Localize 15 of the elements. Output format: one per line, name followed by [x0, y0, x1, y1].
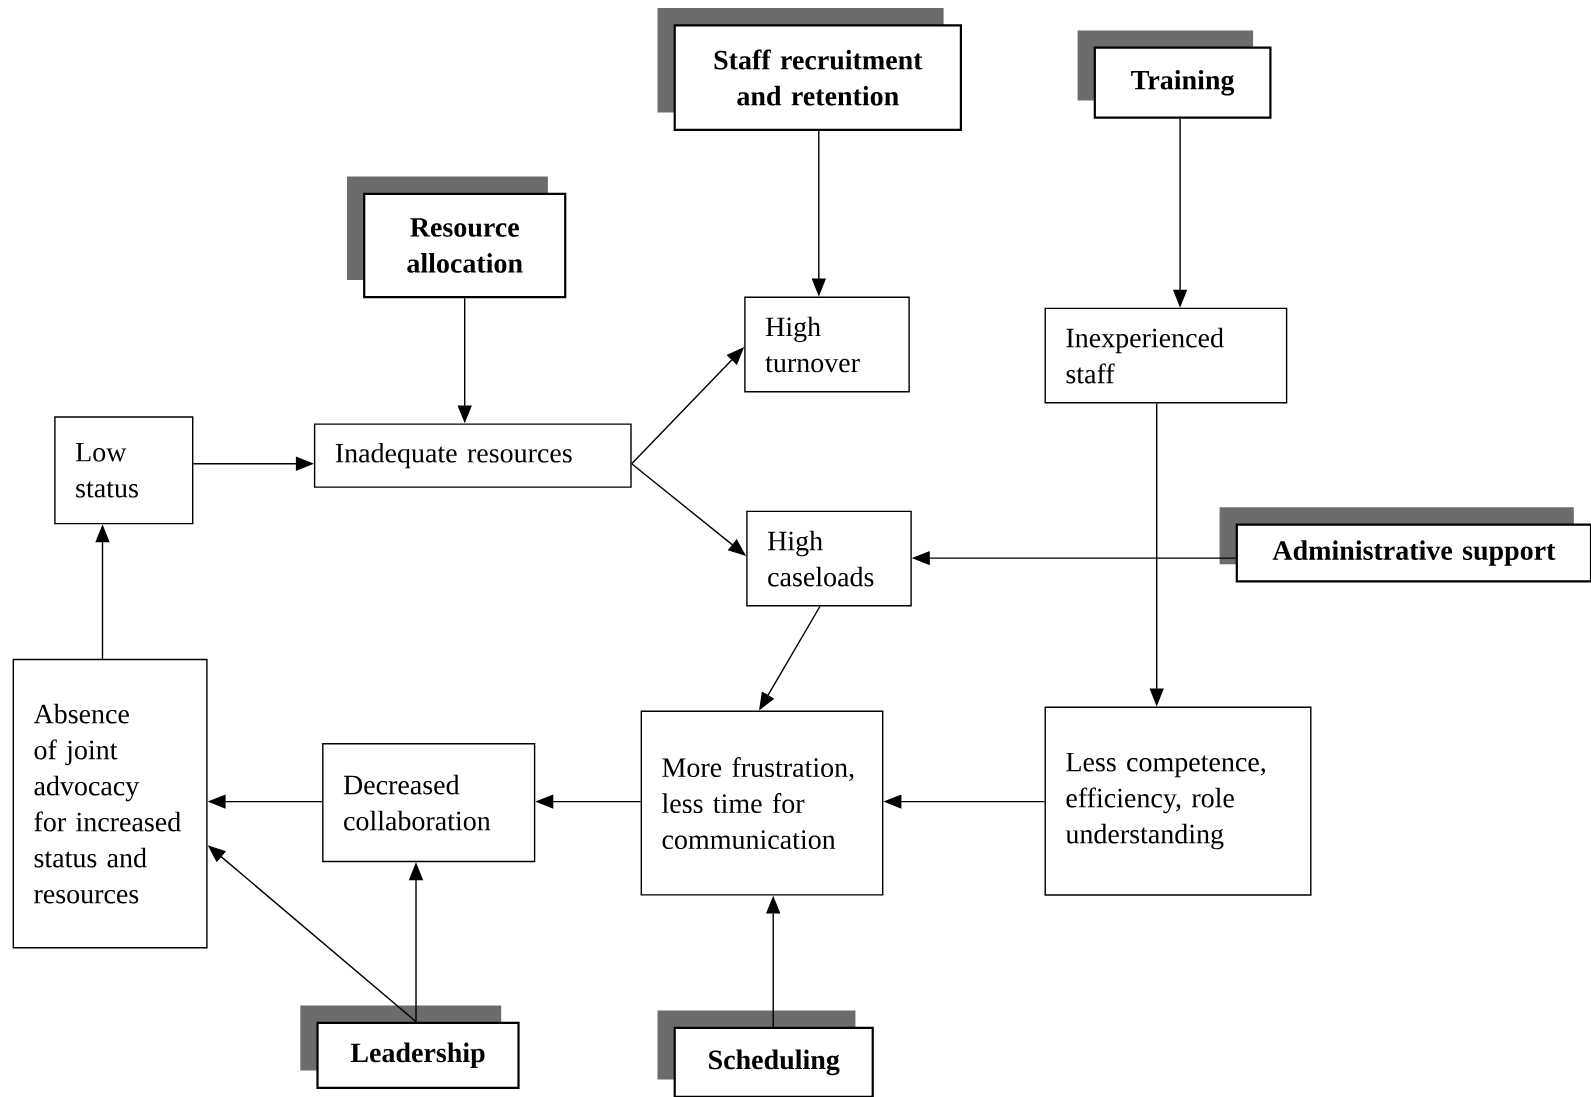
- process-box: Inadequate resources: [313, 423, 632, 488]
- process-box: Absence of joint advocacy for increased status and resources: [12, 658, 208, 949]
- shadowed-box: Scheduling: [657, 1010, 874, 1097]
- process-box: High caseloads: [746, 510, 912, 607]
- process-box: Less competence, efficiency, role understanding: [1044, 706, 1312, 896]
- process-box: Inexperienced staff: [1044, 307, 1288, 404]
- shadowed-box: Training: [1077, 30, 1272, 119]
- shadowed-box: Administrative support: [1219, 507, 1591, 583]
- shadowed-box: Staff recruitment and retention: [657, 8, 962, 131]
- process-box: Low status: [54, 416, 194, 525]
- shadowed-box: Leadership: [300, 1005, 520, 1089]
- process-box: High turnover: [744, 296, 910, 393]
- process-box: Decreased collaboration: [322, 743, 536, 863]
- shadowed-box: Resource allocation: [347, 176, 567, 299]
- process-box: More frustration, less time for communication: [640, 710, 884, 896]
